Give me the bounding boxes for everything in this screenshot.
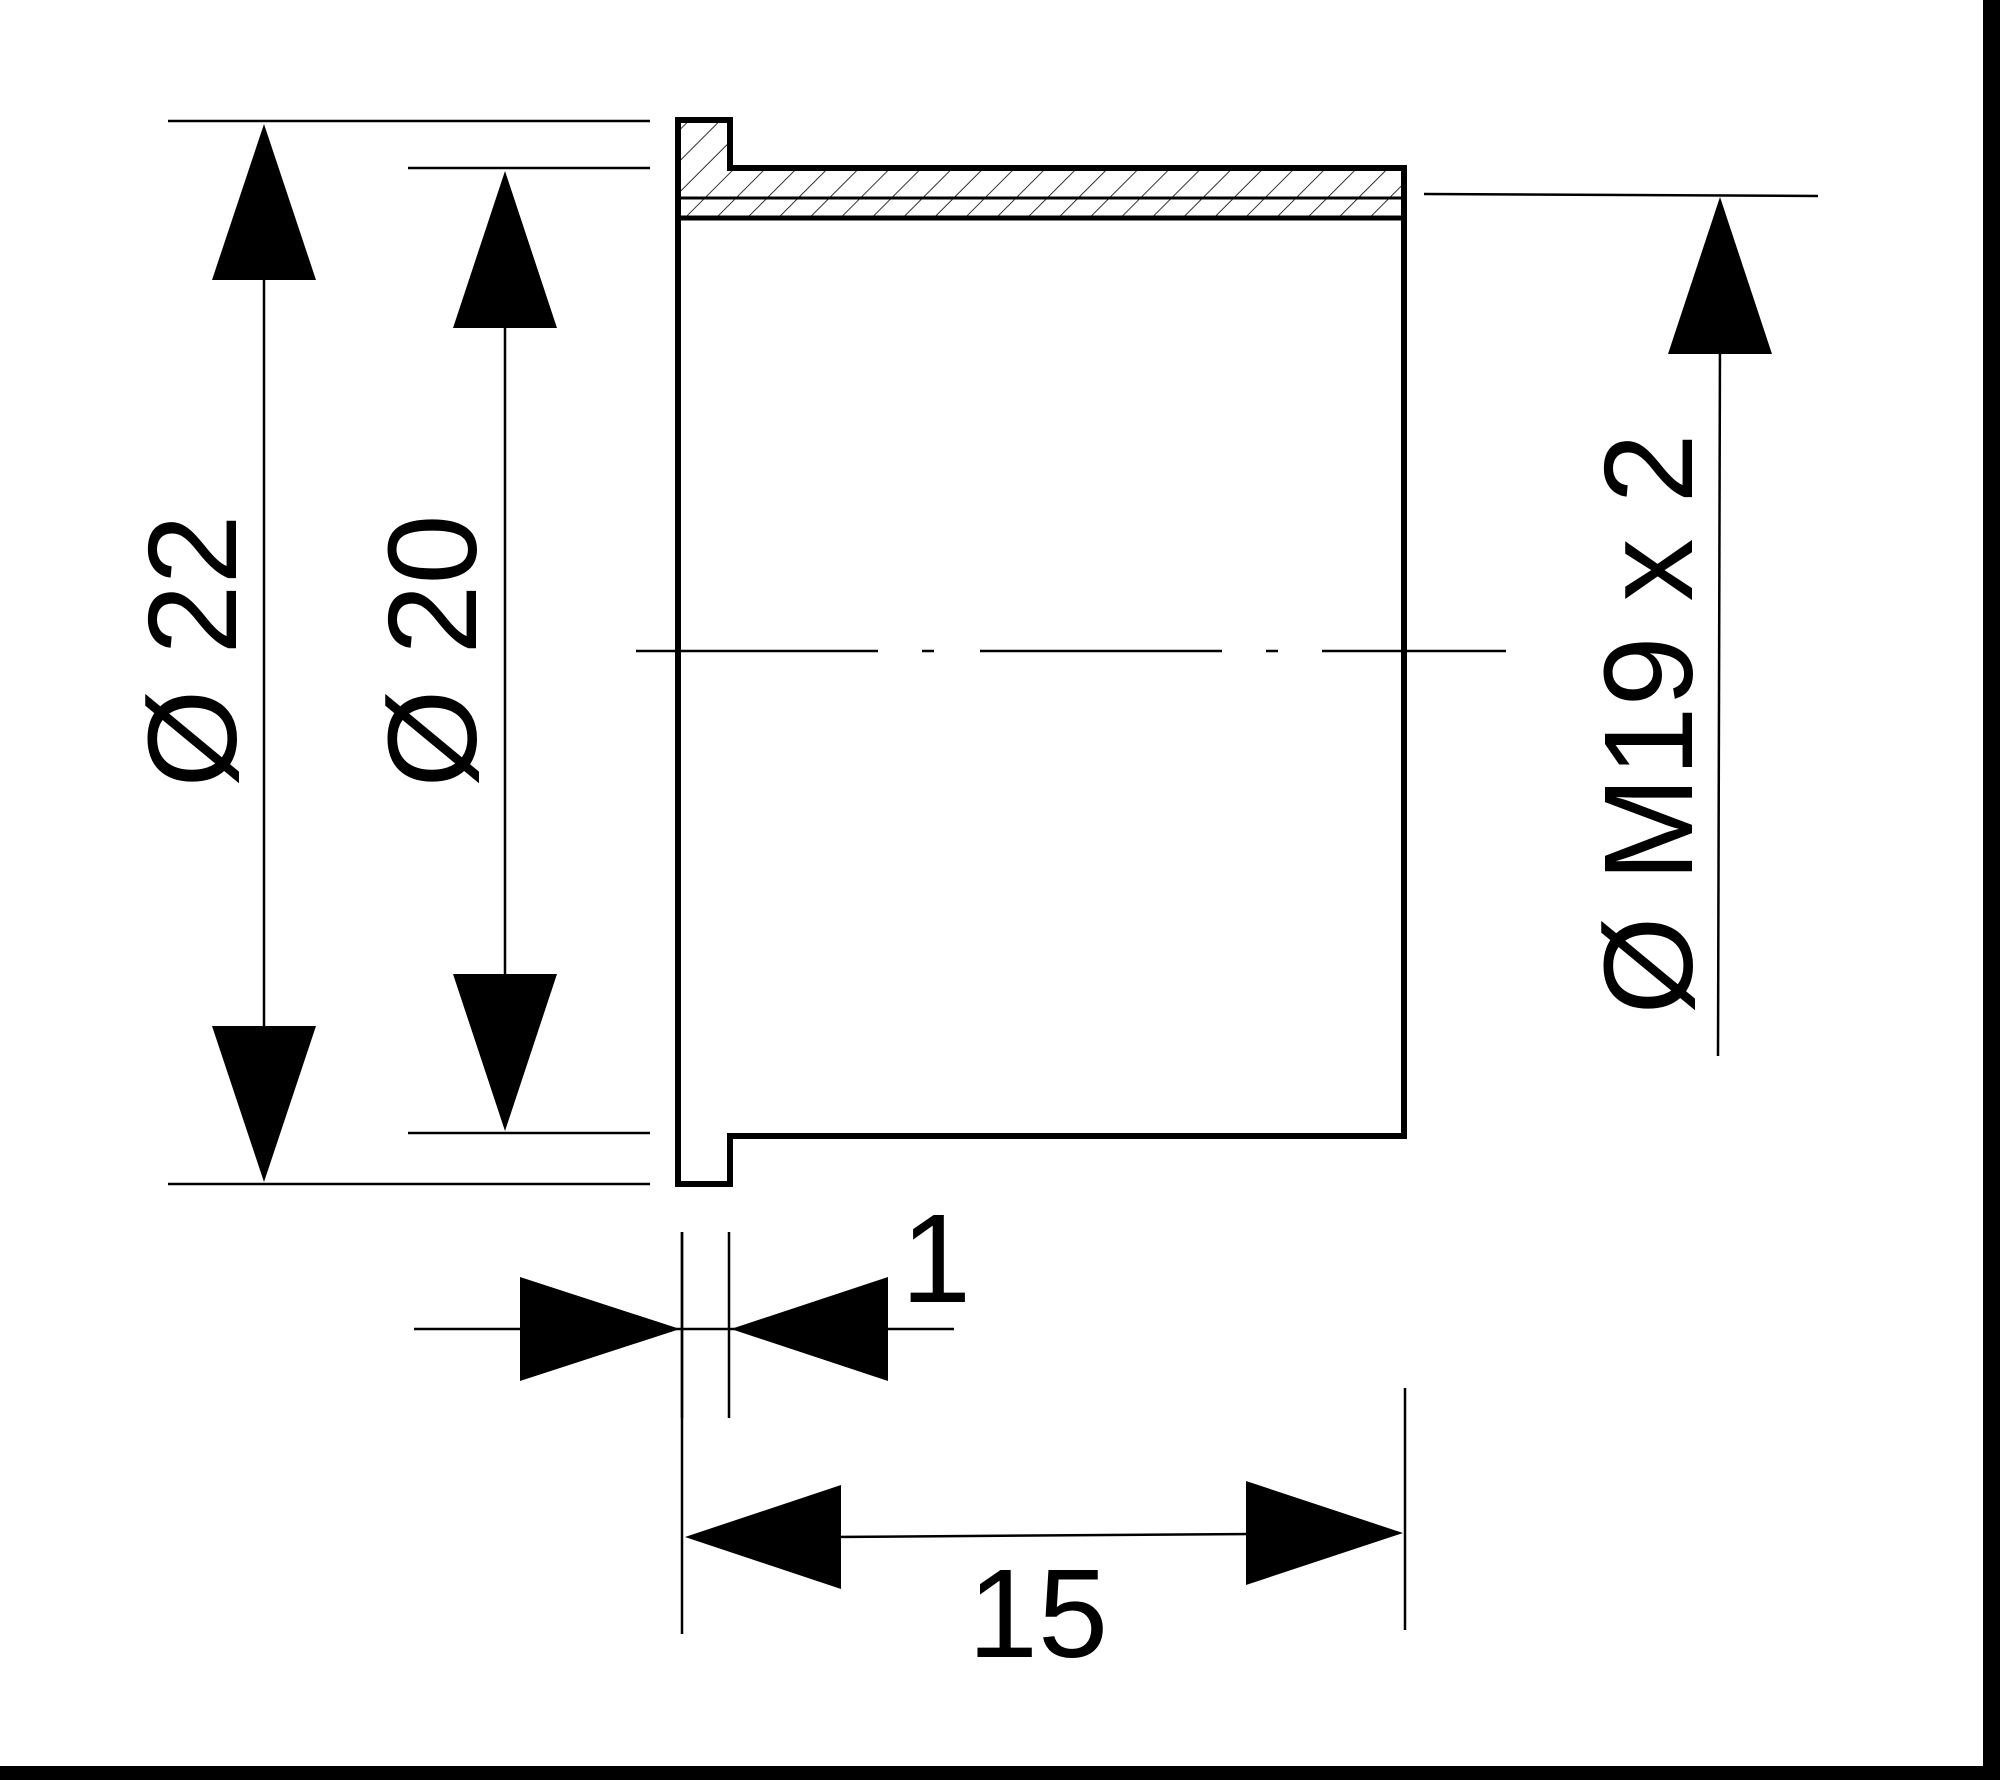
dimension-line xyxy=(829,1532,1255,1539)
arrow-left-icon xyxy=(685,1485,841,1589)
inner-diameter-label: Ø 20 xyxy=(362,514,503,787)
dimension-length: 15 xyxy=(680,1232,1407,1684)
arrow-down-icon xyxy=(212,1026,316,1182)
outer-diameter-label: Ø 22 xyxy=(122,514,263,787)
dimension-thread: Ø M19 x 2 xyxy=(1423,192,1819,1057)
thread-label: Ø M19 x 2 xyxy=(1578,433,1719,1014)
arrow-right-icon xyxy=(1246,1481,1403,1585)
arrow-down-icon xyxy=(453,974,557,1131)
arrow-up-icon xyxy=(212,124,316,280)
arrow-left-icon xyxy=(731,1277,888,1381)
dimension-inner-diameter: Ø 20 xyxy=(362,166,650,1135)
extension-line xyxy=(1423,192,1819,198)
part-outline xyxy=(636,117,1506,1187)
dimension-line xyxy=(1716,339,1722,1057)
dimension-flange-thickness: 1 xyxy=(414,1188,971,1418)
arrow-up-icon xyxy=(1668,197,1772,354)
arrow-up-icon xyxy=(453,171,557,328)
length-label: 15 xyxy=(968,1543,1108,1684)
arrow-right-icon xyxy=(520,1277,680,1381)
bushing-profile xyxy=(675,117,1407,1187)
dimension-outer-diameter: Ø 22 xyxy=(122,119,650,1186)
flange-thickness-label: 1 xyxy=(901,1188,971,1329)
